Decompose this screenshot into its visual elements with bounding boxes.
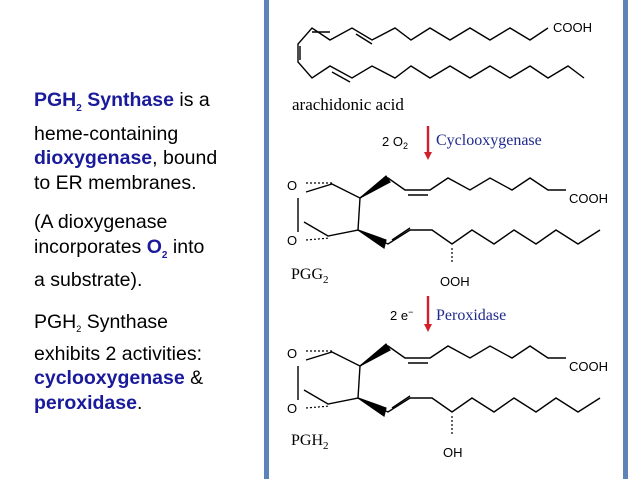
reagent-2e: 2 e− [390, 307, 413, 323]
pgh-subscript: 2 [76, 103, 82, 114]
pgh-text: PGH [34, 89, 77, 111]
pgg2-lower-chain [357, 229, 601, 245]
peroxidase-label: Peroxidase [436, 307, 506, 324]
pgh2-oh: OH [443, 445, 463, 460]
arachidonic-acid-label: arachidonic acid [292, 95, 404, 114]
line-3: a substrate). [34, 269, 143, 291]
pgg2-cooh: COOH [569, 191, 608, 206]
pgg2-label: PGG2 [291, 266, 329, 286]
pgh2-lower-chain [357, 397, 601, 413]
pgg2-subscript: 2 [323, 274, 329, 286]
o-subscript: 2 [161, 249, 168, 261]
arachidonic-cooh: COOH [553, 20, 592, 35]
pgh2-structure [297, 345, 601, 413]
line-1: (A dioxygenase [34, 211, 168, 233]
pgg2-ring-o-top: O [287, 178, 297, 193]
into-text: into [167, 235, 205, 258]
cyclooxygenase-label: Cyclooxygenase [436, 132, 542, 149]
line-1: PGH2 Synthase is a [34, 88, 272, 122]
line-4: peroxidase. [34, 391, 272, 416]
pgh2-cooh: COOH [569, 359, 608, 374]
pgg2-hash-bottom [305, 237, 331, 241]
reagent-2o2: 2 O2 [382, 134, 408, 151]
pgg2-ring [303, 183, 361, 237]
pgh2-wedges [305, 343, 453, 434]
pgh2-upper-chain [359, 345, 566, 367]
peroxidase-term: peroxidase [34, 391, 137, 414]
pgg2-upper-chain [359, 177, 566, 199]
pgg2-structure [297, 177, 601, 245]
reagent-2o2-subscript: 2 [403, 141, 408, 151]
dioxygenase-term: dioxygenase [34, 147, 153, 169]
pgh2-label: PGH2 [291, 432, 329, 452]
o2-term: O2 [146, 235, 168, 261]
pgh2-subscript: 2 [323, 440, 329, 452]
is-a-text: is a [173, 89, 210, 111]
pgh2-ring-o-top: O [287, 346, 297, 361]
pgh2-wedge-lower [357, 397, 387, 417]
synthase-text: Synthase [81, 89, 174, 111]
pgg2-wedge-lower [357, 229, 387, 249]
pgh2-wedge-upper [359, 343, 391, 367]
line-2: heme-containing [34, 122, 179, 145]
o-text: O [146, 235, 162, 258]
double-bond-2 [355, 33, 373, 45]
line-3: cyclooxygenase & [34, 366, 272, 391]
pgh2-ring [303, 351, 361, 405]
line-1: PGH2 Synthase [34, 310, 272, 342]
line-2: incorporates O2 into [34, 235, 272, 269]
ampersand-text: & [184, 367, 204, 389]
line-4: to ER membranes. [34, 171, 197, 194]
line-2: exhibits 2 activities: [34, 342, 202, 365]
pgh2-ring-o-bottom: O [287, 401, 297, 416]
pgh-text: PGH [34, 311, 77, 333]
reagent-2o: 2 O [382, 134, 403, 149]
line-3: dioxygenase, bound [34, 146, 272, 171]
pgg2-double-bond-lower [391, 227, 411, 241]
reagent-2e-text: 2 e [390, 308, 408, 323]
paragraph-dioxygenase-note: (A dioxygenase incorporates O2 into a su… [34, 210, 272, 293]
pgh2-label: PGH2 Synthase [34, 89, 174, 114]
bound-text: , bound [152, 147, 218, 169]
synthase-text: Synthase [81, 311, 169, 333]
paragraph-pgh2-synthase-definition: PGH2 Synthase is a heme-containing dioxy… [34, 88, 272, 195]
pgh2-double-bond-lower [391, 395, 411, 409]
double-bond-4 [331, 71, 351, 83]
pgh2-name: PGH [291, 432, 323, 449]
pgg2-wedge-upper [359, 175, 391, 199]
pgg2-name: PGG [291, 266, 323, 283]
period-text: . [136, 391, 143, 414]
reagent-2e-superscript: − [408, 307, 413, 317]
arachidonic-acid-structure [297, 27, 585, 83]
pgg2-ooh: OOH [440, 274, 470, 289]
cyclooxygenase-term: cyclooxygenase [34, 367, 185, 389]
paragraph-activities: PGH2 Synthase exhibits 2 activities: cyc… [34, 310, 272, 415]
pgg2-ring-o-bottom: O [287, 233, 297, 248]
pgh2-hash-bottom [305, 405, 331, 409]
incorporates-text: incorporates [34, 235, 147, 258]
pgg2-wedges [305, 175, 453, 264]
pgh-subscript: 2 [76, 324, 82, 334]
reaction-panel [264, 0, 628, 479]
